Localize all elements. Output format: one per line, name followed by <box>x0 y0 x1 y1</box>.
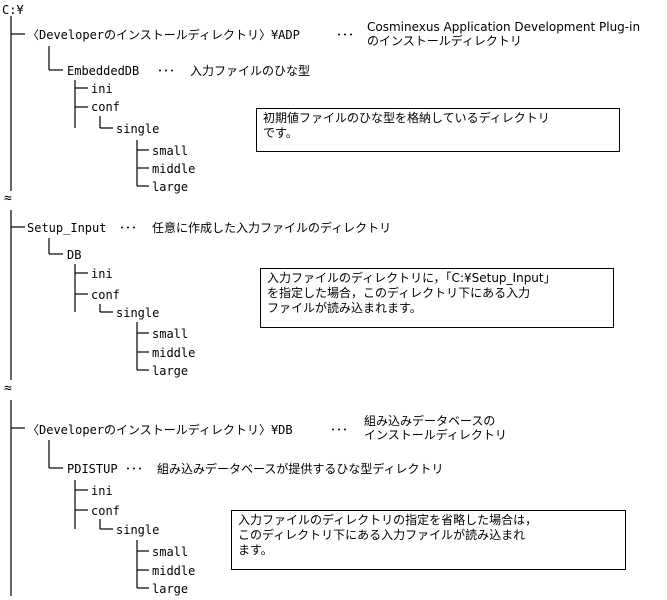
db-install-description: 組み込みデータベースの インストールディレクトリ <box>364 414 507 442</box>
tree-break-mark: ≈ <box>4 191 12 206</box>
single-directory-label: single <box>116 122 160 136</box>
setup-input-ellipsis: ･･･ <box>119 221 138 235</box>
large-directory-label: large <box>152 180 189 194</box>
conf-directory-label: conf <box>91 100 120 114</box>
middle-directory-label: middle <box>152 346 196 360</box>
root-drive-label: C:¥ <box>2 3 24 17</box>
pdistup-description: 組み込みデータベースが提供するひな型ディレクトリ <box>157 462 444 476</box>
note-line: 入力ファイルのディレクトリに，「C:¥Setup_Input」 <box>267 271 556 285</box>
db-install-ellipsis: ･･･ <box>330 423 349 437</box>
note-line: です。 <box>263 126 298 140</box>
ini-directory-label: ini <box>91 82 113 96</box>
setup-input-note-box: 入力ファイルのディレクトリに，「C:¥Setup_Input」 を指定した場合，… <box>260 268 614 328</box>
single-directory-label: single <box>116 523 160 537</box>
large-directory-label: large <box>152 364 189 378</box>
adp-directory-label: 〈Developerのインストールディレクトリ〉¥ADP <box>27 28 300 42</box>
note-line: このディレクトリ下にある入力ファイルが読み込まれ <box>238 528 526 542</box>
db-install-description-line: 組み込みデータベースの <box>364 414 496 428</box>
middle-directory-label: middle <box>152 162 196 176</box>
note-line: を指定した場合，このディレクトリ下にある入力 <box>267 286 531 300</box>
embeddeddb-description: 入力ファイルのひな型 <box>190 64 311 78</box>
db-install-directory-label: 〈Developerのインストールディレクトリ〉¥DB <box>27 423 293 437</box>
pdistup-ellipsis: ･･･ <box>125 462 144 476</box>
adp-ellipsis: ･･･ <box>336 28 355 42</box>
note-line: ファイルが読み込まれます。 <box>267 301 422 315</box>
conf-directory-label: conf <box>91 288 120 302</box>
setup-input-directory-label: Setup_Input <box>27 221 107 235</box>
conf-directory-label: conf <box>91 504 120 518</box>
adp-description-line: のインストールディレクトリ <box>367 34 522 48</box>
setup-input-description: 任意に作成した入力ファイルのディレクトリ <box>152 221 392 235</box>
ini-directory-label: ini <box>91 267 113 281</box>
pdistup-directory-label: PDISTUP <box>67 462 118 476</box>
small-directory-label: small <box>152 327 189 341</box>
db-directory-label: DB <box>67 248 82 262</box>
embeddeddb-directory-label: EmbeddedDB <box>67 64 140 78</box>
db-install-description-line: インストールディレクトリ <box>364 428 507 442</box>
pdistup-note-box: 入力ファイルのディレクトリの指定を省略した場合は， このディレクトリ下にある入力… <box>231 510 626 570</box>
large-directory-label: large <box>152 582 189 596</box>
embeddeddb-note-box: 初期値ファイルのひな型を格納しているディレクトリ です。 <box>256 108 620 152</box>
adp-description: Cosminexus Application Development Plug-… <box>367 20 640 48</box>
note-line: 初期値ファイルのひな型を格納しているディレクトリ <box>263 111 550 125</box>
small-directory-label: small <box>152 144 189 158</box>
note-line: ます。 <box>238 543 273 557</box>
embeddeddb-ellipsis: ･･･ <box>157 64 176 78</box>
tree-break-mark: ≈ <box>4 381 12 396</box>
middle-directory-label: middle <box>152 564 196 578</box>
adp-description-line: Cosminexus Application Development Plug-… <box>367 20 641 34</box>
ini-directory-label: ini <box>91 484 113 498</box>
note-line: 入力ファイルのディレクトリの指定を省略した場合は， <box>238 513 538 527</box>
single-directory-label: single <box>116 306 160 320</box>
small-directory-label: small <box>152 545 189 559</box>
